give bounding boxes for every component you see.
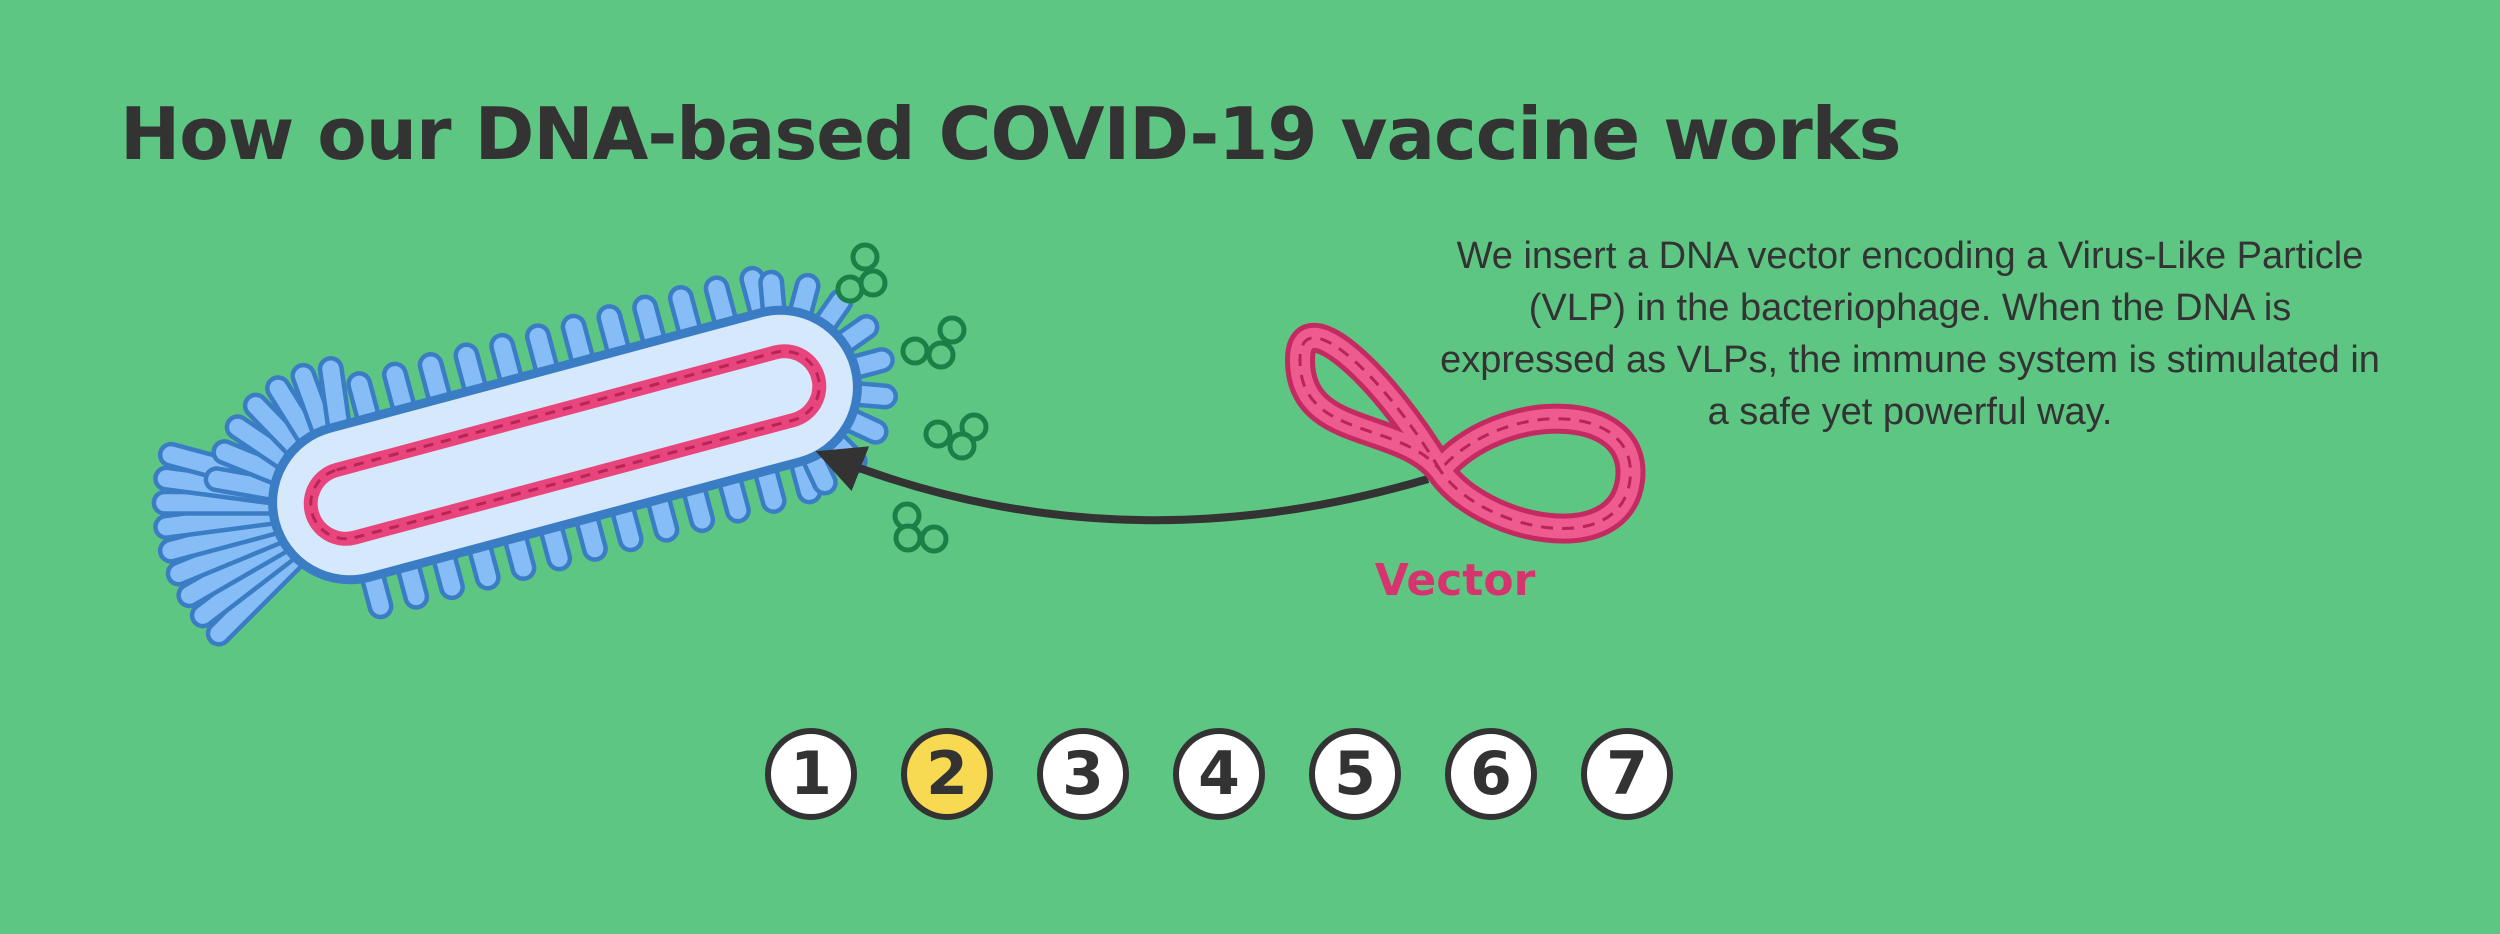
step-4-button[interactable]: 4 — [1173, 728, 1265, 820]
vector-label: Vector — [1325, 555, 1585, 606]
step-2-button[interactable]: 2 — [901, 728, 993, 820]
description-text: We insert a DNA vector encoding a Virus-… — [1440, 230, 2380, 438]
step-7-button[interactable]: 7 — [1581, 728, 1673, 820]
step-1-button[interactable]: 1 — [765, 728, 857, 820]
step-3-button[interactable]: 3 — [1037, 728, 1129, 820]
step-6-button[interactable]: 6 — [1445, 728, 1537, 820]
insertion-arrow — [838, 460, 1428, 520]
bacteriophage — [165, 279, 885, 634]
step-5-button[interactable]: 5 — [1309, 728, 1401, 820]
step-navigation: 1 2 3 4 5 6 7 — [765, 728, 1673, 820]
